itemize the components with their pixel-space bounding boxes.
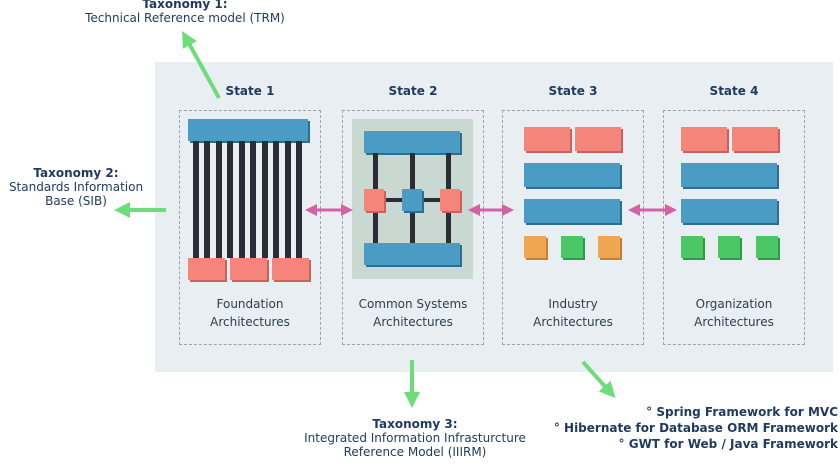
organization-square-green <box>718 236 740 258</box>
common-systems-node-right <box>440 189 460 211</box>
state-1-box <box>179 110 321 345</box>
framework-item: ° Hibernate for Database ORM Framework <box>553 421 838 435</box>
foundation-base-block <box>188 258 225 280</box>
state-2-caption: Common Systems Architectures <box>342 295 484 331</box>
state-2-caption-line-2: Architectures <box>373 315 453 329</box>
state-3-title: State 3 <box>548 84 598 98</box>
foundation-pillar <box>285 141 291 258</box>
industry-square-orange <box>598 236 620 258</box>
industry-square-orange <box>524 236 546 258</box>
state-3-caption-line-1: Industry <box>548 297 598 311</box>
state-4-box <box>663 110 805 345</box>
taxonomy-3-title: Taxonomy 3: <box>372 417 458 431</box>
foundation-base-block <box>230 258 267 280</box>
industry-block <box>524 127 570 151</box>
industry-block <box>575 127 621 151</box>
taxonomy-3-line-2: Reference Model (IIIRM) <box>343 445 487 459</box>
state-4-caption-line-1: Organization <box>695 297 773 311</box>
state-4-caption-line-2: Architectures <box>694 315 774 329</box>
industry-layer <box>524 199 620 223</box>
foundation-pillar <box>239 141 245 258</box>
common-systems-top-bar <box>364 131 460 153</box>
common-systems-bottom-bar <box>364 243 460 265</box>
foundation-pillar <box>250 141 256 258</box>
arrow-to-taxonomy-1 <box>182 30 221 99</box>
taxonomy-1: Taxonomy 1: Technical Reference model (T… <box>55 0 315 25</box>
common-systems-post <box>410 211 415 243</box>
foundation-base-block <box>272 258 309 280</box>
taxonomy-1-line: Technical Reference model (TRM) <box>85 11 285 25</box>
organization-layer <box>681 199 777 223</box>
foundation-pillar <box>296 141 302 258</box>
taxonomy-3-line-1: Integrated Information Infrasturcture <box>304 431 526 445</box>
foundation-pillar <box>204 141 210 258</box>
foundation-pillar <box>227 141 233 258</box>
taxonomy-3: Taxonomy 3: Integrated Information Infra… <box>270 417 560 459</box>
foundation-pillar <box>273 141 279 258</box>
state-1-caption-line-1: Foundation <box>216 297 284 311</box>
state-3-box <box>502 110 644 345</box>
taxonomy-1-title: Taxonomy 1: <box>142 0 228 11</box>
framework-item: ° Spring Framework for MVC <box>646 405 838 419</box>
state-1-caption-line-2: Architectures <box>210 315 290 329</box>
industry-square-green <box>561 236 583 258</box>
foundation-pillar <box>262 141 268 258</box>
arrow-to-frameworks <box>581 360 616 398</box>
state-4-caption: Organization Architectures <box>663 295 805 331</box>
state-2-title: State 2 <box>388 84 438 98</box>
framework-item: ° GWT for Web / Java Framework <box>618 437 838 451</box>
common-systems-node-center <box>402 189 422 211</box>
taxonomy-2-title: Taxonomy 2: <box>33 166 119 180</box>
state-2-caption-line-1: Common Systems <box>358 297 468 311</box>
organization-block <box>681 127 727 151</box>
taxonomy-2-line-1: Standards Information <box>8 180 144 194</box>
common-systems-post <box>410 153 415 189</box>
state-1-title: State 1 <box>225 84 275 98</box>
organization-layer <box>681 163 777 187</box>
taxonomy-2-line-2: Base (SIB) <box>45 194 107 208</box>
state-1-caption: Foundation Architectures <box>179 295 321 331</box>
industry-layer <box>524 163 620 187</box>
common-systems-node-left <box>364 189 384 211</box>
organization-square-green <box>681 236 703 258</box>
taxonomy-2: Taxonomy 2: Standards Information Base (… <box>0 166 152 208</box>
state-2-box <box>342 110 484 345</box>
organization-square-green <box>756 236 778 258</box>
frameworks-list: ° Spring Framework for MVC ° Hibernate f… <box>554 404 838 452</box>
foundation-top-bar <box>188 119 308 141</box>
organization-block <box>732 127 778 151</box>
state-3-caption-line-2: Architectures <box>533 315 613 329</box>
state-3-caption: Industry Architectures <box>502 295 644 331</box>
foundation-pillar <box>193 141 199 258</box>
foundation-pillar <box>216 141 222 258</box>
state-4-title: State 4 <box>709 84 759 98</box>
